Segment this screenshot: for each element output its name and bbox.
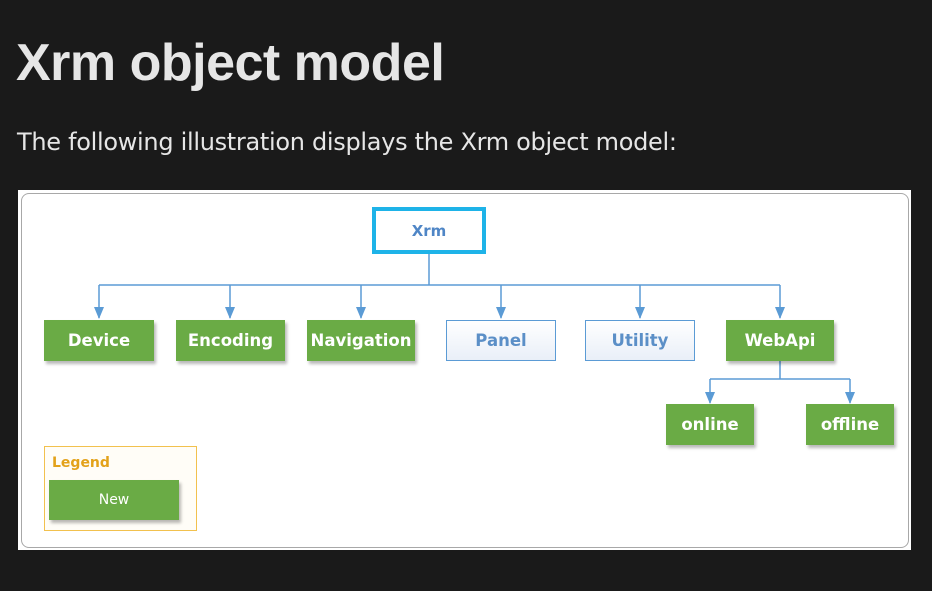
diagram-frame — [21, 193, 909, 548]
legend-new-swatch: New — [49, 480, 179, 520]
legend-title: Legend — [52, 455, 110, 471]
node-navigation-label: Navigation — [310, 331, 412, 350]
legend-new-label: New — [98, 492, 130, 508]
node-utility: Utility — [585, 320, 695, 361]
node-online-label: online — [681, 415, 739, 434]
node-webapi: WebApi — [726, 320, 834, 361]
node-device: Device — [44, 320, 154, 361]
node-xrm: Xrm — [372, 207, 486, 254]
node-xrm-label: Xrm — [411, 221, 447, 240]
node-online: online — [666, 404, 754, 445]
node-navigation: Navigation — [307, 320, 415, 361]
node-device-label: Device — [67, 331, 131, 350]
node-utility-label: Utility — [611, 331, 669, 350]
node-panel: Panel — [446, 320, 556, 361]
node-encoding-label: Encoding — [187, 331, 274, 350]
intro-text: The following illustration displays the … — [17, 128, 677, 156]
node-panel-label: Panel — [475, 331, 527, 350]
node-webapi-label: WebApi — [744, 331, 816, 350]
legend: Legend New — [44, 446, 197, 531]
node-encoding: Encoding — [176, 320, 285, 361]
node-offline-label: offline — [820, 415, 880, 434]
page-title: Xrm object model — [16, 34, 445, 92]
connector-lines — [94, 253, 855, 404]
node-offline: offline — [806, 404, 894, 445]
xrm-object-model-diagram: Xrm Device Encoding Navigation Panel Uti… — [18, 190, 911, 550]
